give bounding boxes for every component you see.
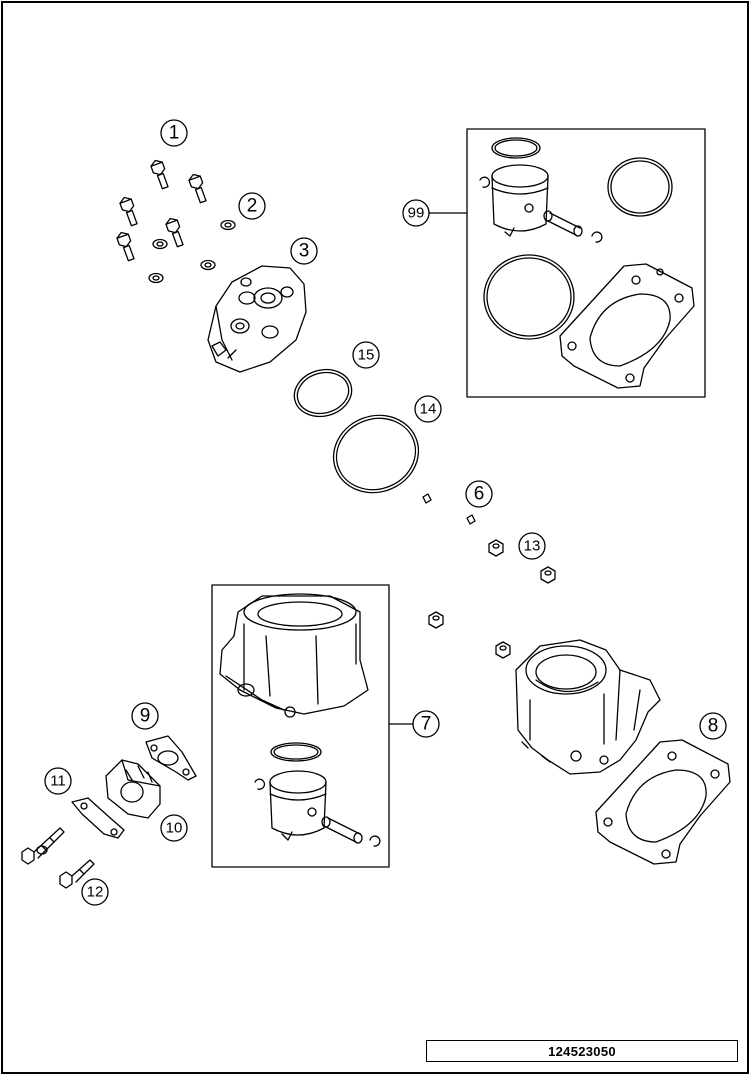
callout-8-label: 8 (708, 716, 719, 737)
flange-screws (21, 827, 95, 889)
callout-13-label: 13 (524, 538, 541, 555)
head-bolt (150, 159, 169, 190)
callout-15: 15 (352, 341, 380, 369)
callout-14-label: 14 (420, 401, 437, 418)
kit-piston-ring (270, 742, 322, 762)
head-bolt (119, 196, 138, 227)
document-id: 124523050 (548, 1043, 616, 1059)
callout-10: 10 (160, 814, 188, 842)
head-bolt (188, 173, 207, 204)
cylinder-gasket (595, 739, 731, 865)
o-ring (483, 254, 575, 340)
callout-1: 1 (160, 119, 188, 147)
piston-kit-box (466, 128, 706, 398)
intake-flange (105, 759, 161, 819)
piston (491, 164, 549, 237)
document-id-box: 124523050 (426, 1040, 738, 1062)
kit-piston-pin (321, 816, 363, 844)
head-bolt (165, 217, 184, 248)
callout-2: 2 (238, 192, 266, 220)
intake-gasket (145, 735, 197, 781)
nut (488, 539, 504, 557)
callout-14: 14 (414, 395, 442, 423)
nut (540, 566, 556, 584)
callout-12: 12 (81, 878, 109, 906)
callout-6-label: 6 (474, 484, 485, 505)
callout-99-label: 99 (408, 205, 425, 222)
dowel-pins (422, 493, 476, 525)
flange-screw (59, 859, 95, 889)
callout-13: 13 (518, 532, 546, 560)
callout-11-label: 11 (50, 773, 66, 790)
callout-7: 7 (388, 710, 440, 738)
cylinder-head (207, 265, 307, 373)
callout-99: 99 (402, 199, 468, 227)
nut (428, 611, 444, 629)
head-bolt (116, 231, 135, 262)
o-ring (607, 157, 673, 217)
callout-2-label: 2 (247, 196, 258, 217)
cylinder (515, 639, 661, 775)
callout-12-label: 12 (87, 884, 104, 901)
piston-ring (491, 137, 541, 159)
cylinder-base-gasket (559, 263, 695, 389)
callout-1-label: 1 (169, 123, 180, 144)
flange-screw-washer (36, 845, 48, 855)
kit-circlip (369, 835, 381, 847)
cylinder-kit-box (211, 584, 390, 868)
cylinder-nuts (428, 539, 556, 659)
o-ring-large (332, 414, 420, 494)
kit-piston (269, 770, 327, 841)
callout-9: 9 (131, 702, 159, 730)
callout-6: 6 (465, 480, 493, 508)
circlip (591, 231, 603, 243)
nut (495, 641, 511, 659)
head-bolts (116, 159, 207, 262)
kit-cylinder (219, 593, 369, 718)
callout-15-label: 15 (358, 347, 375, 364)
retaining-plate (71, 797, 125, 839)
callout-10-label: 10 (166, 820, 183, 837)
callout-9-label: 9 (140, 706, 151, 727)
callout-11: 11 (44, 767, 72, 795)
callout-3: 3 (290, 237, 318, 265)
circlip (479, 176, 491, 188)
kit-circlip (254, 778, 266, 790)
piston-pin (543, 210, 583, 237)
callout-3-label: 3 (299, 241, 310, 262)
washers (148, 219, 236, 284)
callout-8: 8 (699, 712, 727, 740)
o-ring-small (293, 368, 353, 418)
callout-7-label: 7 (421, 714, 432, 735)
